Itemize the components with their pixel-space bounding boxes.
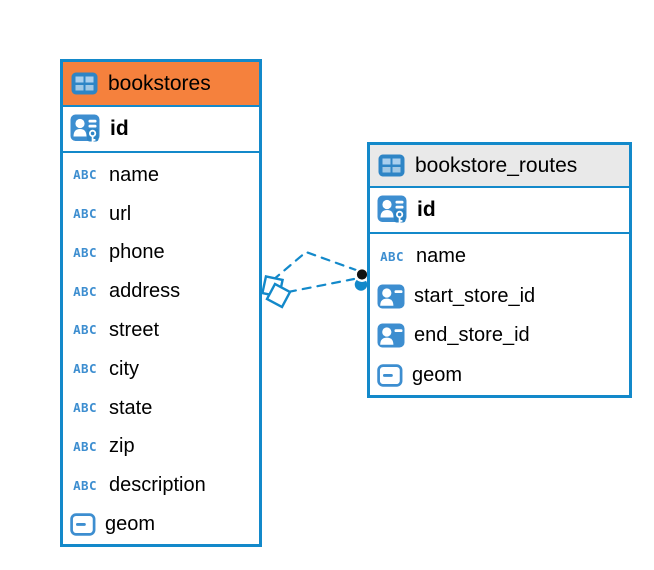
relationship-line-upper (271, 250, 358, 282)
table-header-bookstores[interactable]: bookstores (63, 62, 259, 107)
field-row-end_store_id[interactable]: end_store_id (370, 316, 629, 356)
field-label: geom (105, 513, 156, 536)
person-key-icon (377, 195, 408, 225)
field-row-address[interactable]: ABC address (63, 272, 259, 311)
primary-key-row[interactable]: id (370, 188, 629, 234)
field-label: phone (109, 241, 165, 264)
text-abc-icon: ABC (73, 322, 97, 338)
field-row-geom[interactable]: geom (370, 356, 629, 396)
primary-key-label: id (110, 117, 129, 140)
field-label: name (416, 245, 467, 268)
field-row-phone[interactable]: ABC phone (63, 234, 259, 273)
field-row-state[interactable]: ABC state (63, 389, 259, 428)
text-abc-icon: ABC (73, 438, 97, 454)
field-label: start_store_id (414, 284, 536, 307)
table-icon (71, 72, 98, 95)
field-row-description[interactable]: ABC description (63, 466, 259, 505)
field-row-street[interactable]: ABC street (63, 311, 259, 350)
text-abc-icon: ABC (380, 248, 404, 264)
table-bookstore-routes[interactable]: bookstore_routes id ABC name start_store_… (367, 142, 632, 398)
relationship-dashed-lines[interactable] (271, 250, 358, 294)
table-title: bookstores (108, 71, 211, 95)
field-label: name (109, 163, 160, 186)
primary-key-row[interactable]: id (63, 107, 259, 153)
person-id-icon (377, 284, 405, 309)
field-label: zip (109, 435, 135, 458)
field-row-url[interactable]: ABC url (63, 195, 259, 234)
person-id-icon (377, 323, 405, 348)
primary-key-label: id (417, 198, 436, 221)
field-row-geom[interactable]: geom (63, 505, 259, 544)
text-abc-icon: ABC (73, 167, 97, 183)
text-abc-icon: ABC (73, 477, 97, 493)
field-label: description (109, 474, 206, 497)
field-label: address (109, 280, 181, 303)
field-list: ABC name start_store_id end_store_id geom (370, 234, 629, 395)
relationship-line-lower (286, 277, 356, 294)
field-label: end_store_id (414, 324, 530, 347)
field-label: geom (412, 363, 463, 386)
field-row-zip[interactable]: ABC zip (63, 428, 259, 467)
person-key-icon (70, 114, 101, 144)
geometry-icon (377, 364, 403, 387)
field-label: city (109, 357, 139, 380)
text-abc-icon: ABC (73, 244, 97, 260)
field-label: state (109, 396, 153, 419)
table-icon (378, 154, 405, 177)
table-header-bookstore-routes[interactable]: bookstore_routes (370, 145, 629, 188)
double-diamond-marker[interactable] (260, 274, 292, 309)
table-title: bookstore_routes (415, 153, 578, 177)
text-abc-icon: ABC (73, 283, 97, 299)
field-label: street (109, 319, 160, 342)
field-row-name[interactable]: ABC name (370, 237, 629, 277)
text-abc-icon: ABC (73, 205, 97, 221)
field-row-name[interactable]: ABC name (63, 156, 259, 195)
field-row-start_store_id[interactable]: start_store_id (370, 277, 629, 317)
geometry-icon (70, 513, 96, 536)
field-row-city[interactable]: ABC city (63, 350, 259, 389)
text-abc-icon: ABC (73, 361, 97, 377)
text-abc-icon: ABC (73, 399, 97, 415)
field-label: url (109, 202, 132, 225)
